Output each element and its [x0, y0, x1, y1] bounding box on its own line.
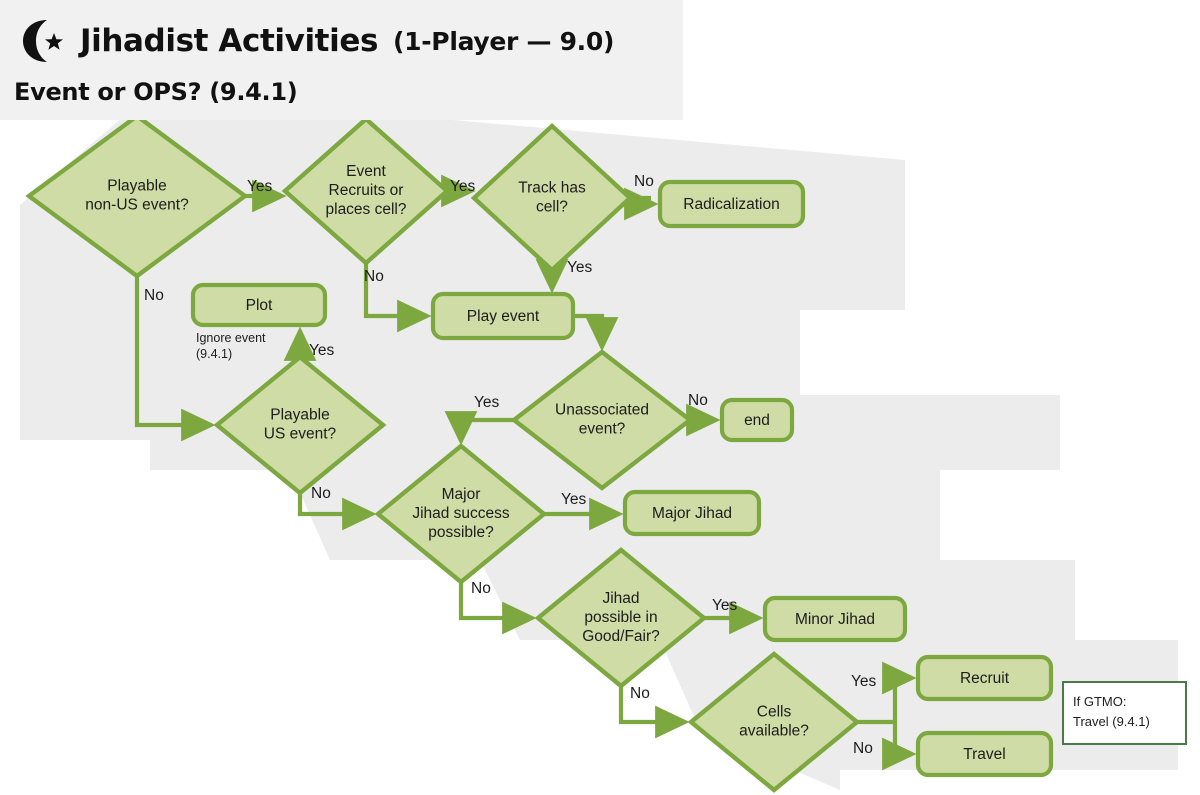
- action-label: Major Jihad: [652, 505, 732, 522]
- decision-label: possible?: [428, 524, 494, 541]
- edge-label-no-5: No: [311, 485, 331, 502]
- note-line: If GTMO:: [1073, 694, 1126, 709]
- note-line: Travel (9.4.1): [1073, 714, 1150, 729]
- decision-cells-available[interactable]: Cells available?: [687, 651, 861, 793]
- action-label: Plot: [246, 297, 273, 314]
- edge-label-yes-1: Yes: [247, 178, 273, 195]
- decision-label: Recruits or: [329, 182, 404, 199]
- edge-label-no-4: No: [688, 392, 708, 409]
- edge-label-yes-8: Yes: [851, 673, 877, 690]
- page-title-suffix: (1-Player — 9.0): [393, 26, 615, 56]
- decision-playable-non-us-event[interactable]: Playable non-US event?: [25, 113, 249, 279]
- caption-line: Ignore event: [196, 331, 266, 345]
- header-panel: Jihadist Activities (1-Player — 9.0) Eve…: [0, 0, 683, 120]
- edge-majorsuccess-no: [458, 582, 537, 635]
- decision-label: places cell?: [326, 201, 407, 218]
- decision-jihad-possible-good-fair[interactable]: Jihad possible in Good/Fair?: [534, 547, 708, 689]
- edge-label-yes-7: Yes: [712, 597, 738, 614]
- decision-playable-us-event[interactable]: Playable US event?: [213, 354, 387, 496]
- action-end[interactable]: end: [719, 397, 795, 443]
- action-label: Play event: [467, 308, 540, 325]
- note-group: If GTMO: Travel (9.4.1): [1062, 681, 1187, 745]
- edge-label-no-2: No: [144, 287, 164, 304]
- gtmo-note: If GTMO: Travel (9.4.1): [1062, 681, 1187, 745]
- action-label: Radicalization: [683, 196, 780, 213]
- decision-label: Good/Fair?: [582, 628, 660, 645]
- decision-label: Unassociated: [555, 402, 649, 419]
- decision-label: Jihad success: [412, 505, 510, 522]
- action-plot[interactable]: Plot: [190, 282, 328, 328]
- action-radicalization[interactable]: Radicalization: [657, 179, 806, 229]
- decision-unassociated-event[interactable]: Unassociated event?: [510, 349, 694, 491]
- page-subtitle: Event or OPS? (9.4.1): [14, 78, 298, 106]
- decision-label: US event?: [264, 426, 337, 443]
- edge-label-yes-2: Yes: [450, 178, 476, 195]
- action-label: end: [744, 412, 770, 429]
- edge-label-yes-6: Yes: [561, 491, 587, 508]
- edge-label-no-3: No: [364, 268, 384, 285]
- edge-label-no-6: No: [471, 580, 491, 597]
- edge-label-no-1: No: [634, 173, 654, 190]
- action-recruit[interactable]: Recruit: [915, 654, 1054, 702]
- decision-label: Cells: [757, 704, 792, 721]
- edge-playevent-unassoc: [573, 313, 619, 352]
- action-label: Travel: [963, 746, 1006, 763]
- crescent-star-icon: [14, 16, 70, 66]
- decision-label: Event: [346, 163, 386, 180]
- flow-edges: [134, 191, 917, 771]
- action-major-jihad[interactable]: Major Jihad: [622, 489, 762, 537]
- title-row: Jihadist Activities (1-Player — 9.0): [14, 16, 614, 66]
- edge-label-yes-4: Yes: [309, 342, 335, 359]
- decision-label: event?: [579, 421, 626, 438]
- edge-recruits-no: [363, 263, 432, 333]
- decision-label: non-US event?: [85, 197, 189, 214]
- action-travel[interactable]: Travel: [915, 730, 1054, 778]
- edge-usevent-no: [297, 493, 377, 531]
- decision-label: Jihad: [602, 590, 639, 607]
- edge-label-yes-3: Yes: [567, 259, 593, 276]
- edge-cells-yes: [882, 661, 917, 722]
- edge-jihadpossible-no: [618, 686, 690, 739]
- ignore-event-caption: Ignore event (9.4.1): [196, 331, 266, 361]
- edge-cells-no: [882, 722, 917, 771]
- edge-unassoc-yes: [444, 411, 514, 446]
- edge-track-no: [630, 198, 651, 204]
- decision-label: Major: [442, 486, 481, 503]
- action-label: Minor Jihad: [795, 611, 875, 628]
- decision-label: Track has: [518, 180, 586, 197]
- action-minor-jihad[interactable]: Minor Jihad: [762, 595, 908, 643]
- caption-line: (9.4.1): [196, 347, 232, 361]
- caption-group: Ignore event (9.4.1): [196, 331, 266, 361]
- decision-label: Playable: [107, 178, 166, 195]
- decision-label: Playable: [270, 407, 329, 424]
- decision-label: available?: [739, 723, 809, 740]
- decision-track-has-cell[interactable]: Track has cell?: [470, 123, 634, 273]
- edge-nonus-no: [134, 276, 216, 442]
- action-label: Recruit: [960, 670, 1010, 687]
- action-play-event[interactable]: Play event: [430, 291, 576, 341]
- decision-label: possible in: [584, 609, 657, 626]
- edge-label-no-8: No: [853, 740, 873, 757]
- decision-label: cell?: [536, 199, 568, 216]
- edge-label-yes-5: Yes: [474, 394, 500, 411]
- page-title: Jihadist Activities: [80, 23, 378, 59]
- edge-label-no-7: No: [630, 685, 650, 702]
